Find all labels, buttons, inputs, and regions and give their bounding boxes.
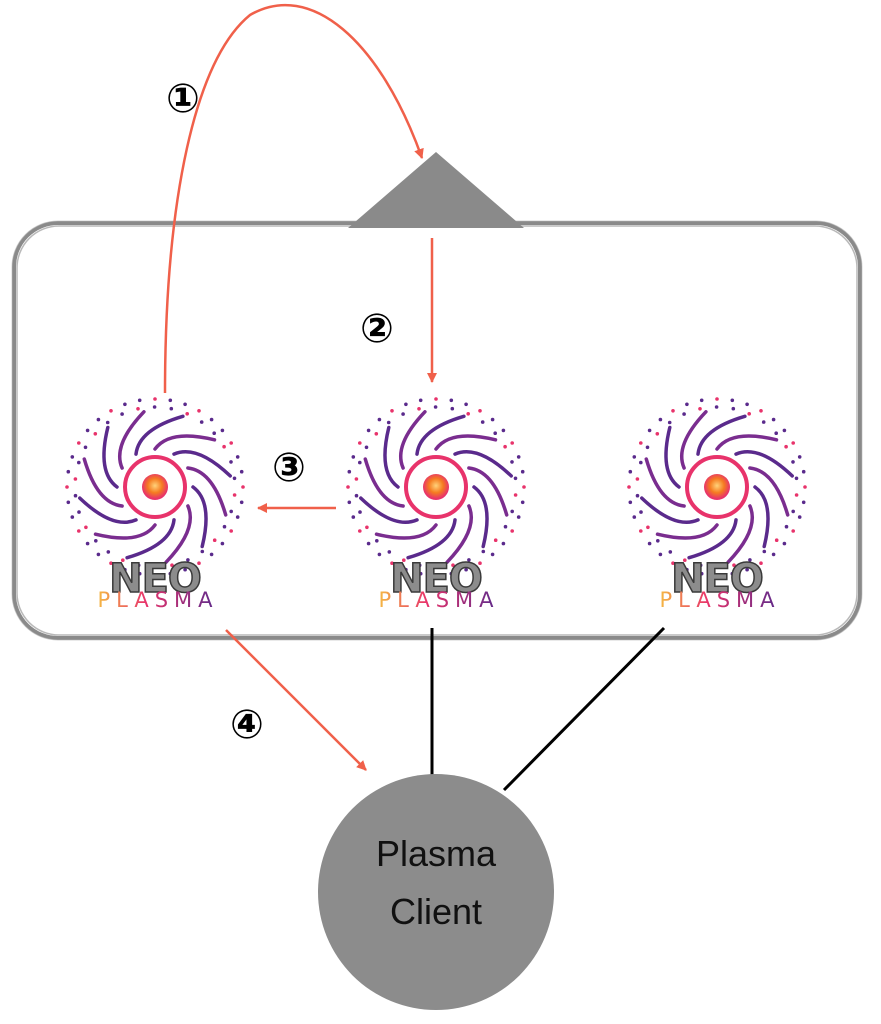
step-label-4: ④ bbox=[230, 702, 264, 748]
arrow-step4 bbox=[225, 629, 367, 771]
plasma-text: PLASMA bbox=[659, 588, 780, 612]
plasma-client-label-line2: Client bbox=[390, 891, 482, 932]
neo-plasma-node-2: NEO PLASMA bbox=[346, 397, 526, 612]
neo-plasma-spiral-logo-icon bbox=[627, 397, 807, 577]
plasma-text: PLASMA bbox=[97, 588, 218, 612]
neo-plasma-spiral-logo-icon bbox=[346, 397, 526, 577]
plasma-client-label-line1: Plasma bbox=[376, 833, 497, 874]
step-label-2: ② bbox=[360, 306, 394, 352]
connector-line-node3-client bbox=[502, 626, 666, 792]
neo-text: NEO bbox=[390, 556, 482, 602]
neo-text: NEO bbox=[109, 556, 201, 602]
neo-plasma-node-3: NEO PLASMA bbox=[627, 397, 807, 612]
neo-plasma-spiral-logo-icon bbox=[65, 397, 245, 577]
arrow-step1 bbox=[163, 3, 424, 394]
step-label-3: ③ bbox=[272, 445, 306, 491]
triangle-marker-icon bbox=[348, 152, 524, 228]
plasma-client-node: Plasma Client bbox=[318, 774, 554, 1010]
neo-plasma-node-1: NEO PLASMA bbox=[65, 397, 245, 612]
plasma-client-circle bbox=[318, 774, 554, 1010]
neo-text: NEO bbox=[671, 556, 763, 602]
step-label-1: ① bbox=[166, 76, 200, 122]
plasma-text: PLASMA bbox=[378, 588, 499, 612]
